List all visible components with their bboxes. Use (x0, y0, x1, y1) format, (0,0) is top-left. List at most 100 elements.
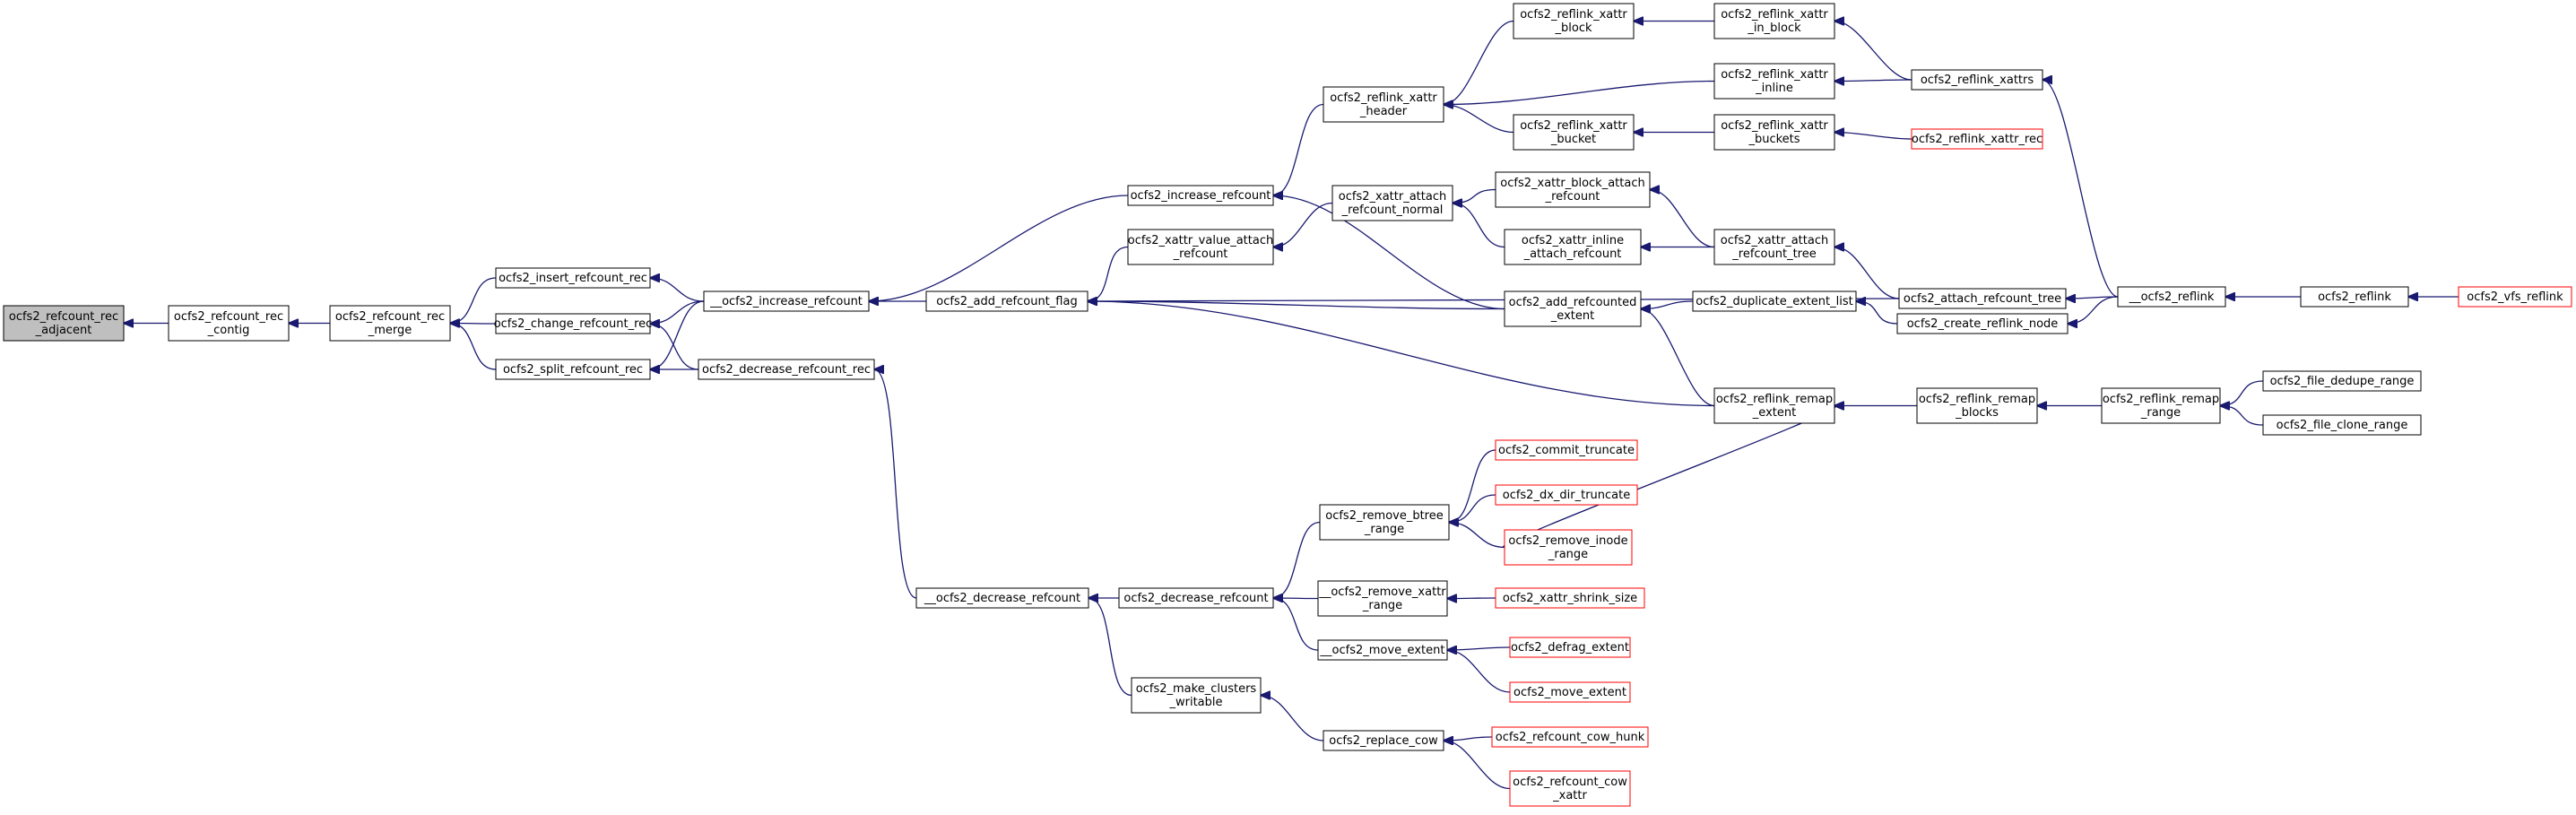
node-label: _refcount_tree (1731, 247, 1816, 261)
node-ocfs2-increase-refcount[interactable]: __ocfs2_increase_refcount (703, 290, 870, 312)
node-ocfs2-move-extent[interactable]: ocfs2_move_extent (1509, 681, 1631, 703)
node-label: ocfs2_make_clusters (1136, 682, 1257, 696)
node-box (1513, 114, 1635, 151)
node-ocfs2-move-extent[interactable]: __ocfs2_move_extent (1317, 639, 1448, 661)
node-box (1504, 290, 1642, 327)
node-ocfs2-insert-refcount-rec[interactable]: ocfs2_insert_refcount_rec (495, 267, 651, 289)
node-box (329, 305, 451, 342)
node-ocfs2-file-dedupe-range[interactable]: ocfs2_file_dedupe_range (2262, 370, 2422, 392)
node-box (1317, 580, 1448, 617)
node-ocfs2-reflink[interactable]: ocfs2_reflink (2300, 286, 2409, 308)
node-ocfs2-reflink[interactable]: __ocfs2_reflink (2117, 286, 2226, 308)
node-label: ocfs2_reflink_xattrs (1921, 74, 2034, 87)
call-edge (1273, 103, 1324, 196)
node-box (1118, 587, 1274, 609)
node-ocfs2-xattr-attach-refcount-normal[interactable]: ocfs2_xattr_attach_refcount_normal (1331, 185, 1453, 221)
node-label: _range (1364, 523, 1404, 536)
node-box (495, 359, 651, 380)
node-label: _blocks (1955, 406, 1999, 420)
node-ocfs2-defrag-extent[interactable]: ocfs2_defrag_extent (1509, 637, 1631, 658)
call-edge (1088, 301, 1715, 407)
node-box (1713, 229, 1835, 265)
node-ocfs2-duplicate-extent-list[interactable]: ocfs2_duplicate_extent_list (1692, 290, 1857, 312)
node-ocfs2-xattr-attach-refcount-tree[interactable]: ocfs2_xattr_attach_refcount_tree (1713, 229, 1835, 265)
node-ocfs2-reflink-remap-extent[interactable]: ocfs2_reflink_remap_extent (1713, 387, 1835, 424)
call-edge (1834, 22, 1912, 81)
node-ocfs2-reflink-xattr-inline[interactable]: ocfs2_reflink_xattr_inline (1713, 63, 1835, 100)
node-ocfs2-reflink-remap-range[interactable]: ocfs2_reflink_remap_range (2101, 387, 2221, 424)
call-edge (874, 369, 917, 599)
node-ocfs2-dx-dir-truncate[interactable]: ocfs2_dx_dir_truncate (1495, 484, 1638, 506)
node-ocfs2-refcount-rec-merge[interactable]: ocfs2_refcount_rec_merge (329, 305, 451, 342)
node-ocfs2-reflink-xattr-rec[interactable]: ocfs2_reflink_xattr_rec (1911, 128, 2043, 150)
node-ocfs2-decrease-refcount[interactable]: __ocfs2_decrease_refcount (915, 587, 1089, 609)
node-label: ocfs2_reflink_remap (1919, 393, 2035, 406)
call-edge (450, 324, 497, 370)
node-ocfs2-file-clone-range[interactable]: ocfs2_file_clone_range (2262, 414, 2422, 436)
node-label: _range (2140, 406, 2181, 420)
node-ocfs2-vfs-reflink[interactable]: ocfs2_vfs_reflink (2458, 286, 2572, 308)
node-label: _header (1359, 105, 1408, 118)
call-edge (869, 195, 1129, 301)
node-label: ocfs2_dx_dir_truncate (1503, 489, 1631, 502)
node-ocfs2-reflink-xattr-in-block[interactable]: ocfs2_reflink_xattr_in_block (1713, 3, 1835, 39)
node-ocfs2-refcount-cow-hunk[interactable]: ocfs2_refcount_cow_hunk (1491, 726, 1649, 748)
node-ocfs2-reflink-remap-blocks[interactable]: ocfs2_reflink_remap_blocks (1916, 387, 2038, 424)
call-edge (1089, 598, 1132, 697)
node-ocfs2-refcount-cow-xattr[interactable]: ocfs2_refcount_cow_xattr (1509, 770, 1631, 807)
node-label: ocfs2_refcount_rec (174, 310, 283, 324)
node-ocfs2-add-refcount-flag[interactable]: ocfs2_add_refcount_flag (925, 290, 1089, 312)
node-label: ocfs2_defrag_extent (1511, 641, 1629, 655)
call-edge (2068, 296, 2119, 324)
call-edge (1088, 301, 1505, 310)
node-ocfs2-decrease-refcount[interactable]: ocfs2_decrease_refcount (1118, 587, 1274, 609)
call-edge (1449, 449, 1496, 523)
node-label: ocfs2_decrease_refcount_rec (702, 363, 871, 377)
node-label: ocfs2_decrease_refcount (1123, 592, 1268, 605)
node-ocfs2-replace-cow[interactable]: ocfs2_replace_cow (1323, 730, 1444, 751)
node-ocfs2-reflink-xattr-buckets[interactable]: ocfs2_reflink_xattr_buckets (1713, 114, 1835, 151)
node-ocfs2-decrease-refcount-rec[interactable]: ocfs2_decrease_refcount_rec (698, 359, 875, 380)
node-label: ocfs2_xattr_attach (1339, 190, 1446, 204)
call-edge (1856, 301, 1898, 325)
node-label: ocfs2_xattr_shrink_size (1503, 592, 1637, 605)
node-label: __ocfs2_increase_refcount (709, 295, 863, 308)
node-label: ocfs2_xattr_block_attach (1500, 177, 1644, 190)
node-ocfs2-xattr-inline-attach-refcount[interactable]: ocfs2_xattr_inline_attach_refcount (1504, 229, 1642, 265)
node-label: ocfs2_reflink_xattr (1721, 119, 1828, 133)
node-ocfs2-make-clusters-writable[interactable]: ocfs2_make_clusters_writable (1131, 677, 1262, 714)
node-ocfs2-reflink-xattr-header[interactable]: ocfs2_reflink_xattr_header (1323, 86, 1444, 123)
node-ocfs2-refcount-rec-contig[interactable]: ocfs2_refcount_rec_contig (168, 305, 290, 342)
call-edge (1641, 309, 1715, 407)
node-ocfs2-reflink-xattr-block[interactable]: ocfs2_reflink_xattr_block (1513, 3, 1635, 39)
node-ocfs2-split-refcount-rec[interactable]: ocfs2_split_refcount_rec (495, 359, 651, 380)
node-label: ocfs2_reflink_xattr (1520, 8, 1627, 22)
node-label: ocfs2_reflink_xattr (1721, 8, 1828, 22)
node-label: ocfs2_replace_cow (1329, 734, 1438, 748)
node-label: _contig (207, 324, 250, 337)
node-label: _range (1548, 548, 1588, 561)
node-box (1495, 484, 1638, 506)
node-label: ocfs2_attach_refcount_tree (1904, 292, 2061, 306)
call-edge (1834, 80, 1912, 82)
node-box (168, 305, 290, 342)
node-ocfs2-reflink-xattrs[interactable]: ocfs2_reflink_xattrs (1911, 69, 2043, 91)
node-label: _extent (1550, 309, 1594, 323)
node-box (1911, 128, 2043, 150)
node-box (1317, 639, 1448, 661)
node-ocfs2-xattr-block-attach-refcount[interactable]: ocfs2_xattr_block_attach_refcount (1495, 171, 1651, 208)
node-ocfs2-remove-btree-range[interactable]: ocfs2_remove_btree_range (1319, 504, 1450, 541)
node-ocfs2-create-reflink-node[interactable]: ocfs2_create_reflink_node (1896, 313, 2069, 334)
node-ocfs2-xattr-shrink-size[interactable]: ocfs2_xattr_shrink_size (1495, 587, 1645, 609)
node-ocfs2-xattr-value-attach-refcount[interactable]: ocfs2_xattr_value_attach_refcount (1127, 229, 1274, 265)
node-ocfs2-remove-inode-range[interactable]: ocfs2_remove_inode_range (1504, 529, 1633, 566)
node-ocfs2-remove-xattr-range[interactable]: __ocfs2_remove_xattr_range (1317, 580, 1448, 617)
node-ocfs2-increase-refcount[interactable]: ocfs2_increase_refcount (1127, 185, 1274, 206)
node-ocfs2-add-refcounted-extent[interactable]: ocfs2_add_refcounted_extent (1504, 290, 1642, 327)
node-label: _refcount (1173, 247, 1228, 261)
node-ocfs2-commit-truncate[interactable]: ocfs2_commit_truncate (1495, 439, 1638, 461)
node-ocfs2-change-refcount-rec[interactable]: ocfs2_change_refcount_rec (494, 313, 653, 334)
node-ocfs2-reflink-xattr-bucket[interactable]: ocfs2_reflink_xattr_bucket (1513, 114, 1635, 151)
node-ocfs2-attach-refcount-tree[interactable]: ocfs2_attach_refcount_tree (1898, 288, 2067, 309)
node-box (1509, 637, 1631, 658)
